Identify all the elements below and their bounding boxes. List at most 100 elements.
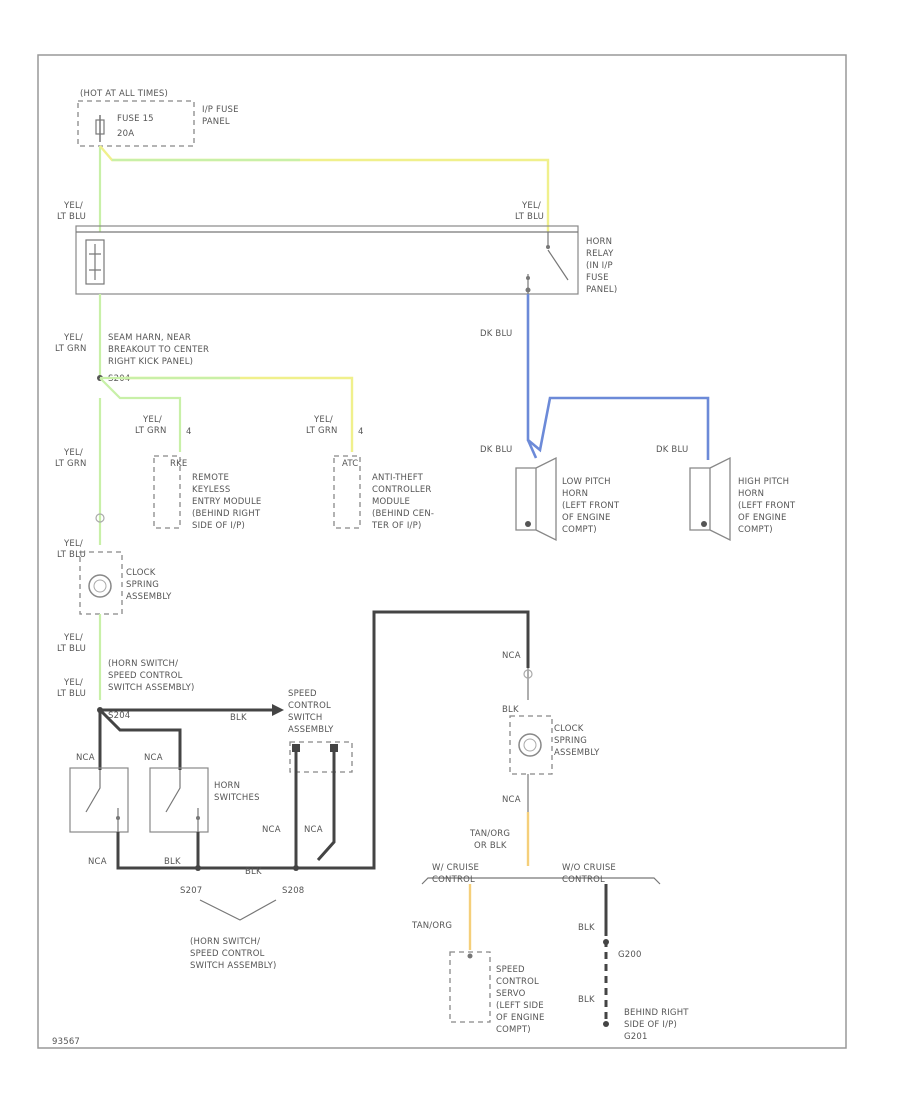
servo-label-4: (LEFT SIDE — [496, 1001, 544, 1011]
low-horn-label-3: (LEFT FRONT — [562, 501, 620, 511]
diagram-frame — [37, 54, 847, 1049]
tan-org-label-2: OR BLK — [474, 841, 507, 851]
diagram-footer-id: 93567 — [52, 1037, 80, 1047]
speed-control-servo: SPEED CONTROL SERVO (LEFT SIDE OF ENGINE… — [449, 951, 545, 1035]
atc-wire-2: LT GRN — [306, 426, 338, 436]
ground-label-2: SIDE OF I/P) — [624, 1020, 677, 1030]
fuse-panel-label-1: I/P FUSE — [202, 105, 239, 115]
low-horn-label-5: COMPT) — [562, 525, 597, 535]
fuse-hot-label: (HOT AT ALL TIMES) — [80, 89, 168, 99]
nca-left-2: NCA — [144, 753, 163, 763]
relay-left-wire-1: YEL/ — [63, 201, 83, 211]
ground-label-1: BEHIND RIGHT — [624, 1008, 689, 1018]
s204-wire-label-1: YEL/ — [63, 333, 83, 343]
horn-relay: YEL/ LT BLU YEL/ LT BLU HORN RELAY (IN I… — [57, 201, 617, 295]
atc-label-4: (BEHIND CEN- — [372, 509, 434, 519]
atc-label-2: CONTROLLER — [372, 485, 432, 495]
horn-switches-label-2: SWITCHES — [214, 793, 260, 803]
left-wire-label-1: YEL/ — [63, 448, 83, 458]
rke-label-5: SIDE OF I/P) — [192, 521, 245, 531]
relay-right-wire-1: YEL/ — [521, 201, 541, 211]
s204-desc-3: RIGHT KICK PANEL) — [108, 357, 193, 367]
horn-switch-label-1: (HORN SWITCH/ — [108, 659, 178, 669]
tan-org-label-1: TAN/ORG — [469, 829, 510, 839]
clock-right-label-1: CLOCK — [554, 724, 584, 734]
wire-yel-to-relay-switch — [99, 145, 550, 232]
s204-desc-1: SEAM HARN, NEAR — [108, 333, 191, 343]
high-horn-label-3: (LEFT FRONT — [738, 501, 796, 511]
wo-cruise-label-2: CONTROL — [562, 875, 605, 885]
s204-wire-label-2: LT GRN — [55, 344, 87, 354]
low-horn-icon — [515, 456, 557, 542]
rke-label-1: REMOTE — [192, 473, 229, 483]
ground-label-3: G201 — [624, 1032, 648, 1042]
blk-right-clock: BLK — [502, 705, 519, 715]
option-bracket — [421, 877, 661, 885]
high-pitch-horn: HIGH PITCH HORN (LEFT FRONT OF ENGINE CO… — [689, 456, 796, 542]
speed-switch-label-3: SWITCH — [288, 713, 323, 723]
nca-right-top: NCA — [502, 651, 521, 661]
wire-dk-blu-main — [526, 294, 710, 460]
blk-ground-label-1: BLK — [578, 923, 595, 933]
rke-label-4: (BEHIND RIGHT — [192, 509, 261, 519]
horn-relay-label-5: PANEL) — [586, 285, 617, 295]
high-horn-label-2: HORN — [738, 489, 764, 499]
switch-splice-id: S204 — [108, 711, 130, 721]
lower-left-wire-2: LT BLU — [57, 644, 86, 654]
nca-bottom: NCA — [88, 857, 107, 867]
atc-wire-1: YEL/ — [313, 415, 333, 425]
speed-switch-label-1: SPEED — [288, 689, 317, 699]
horn-relay-label-2: RELAY — [586, 249, 614, 259]
high-horn-icon — [689, 456, 731, 542]
dk-blu-label-2: DK BLU — [480, 445, 512, 455]
speed-switch-label-2: CONTROL — [288, 701, 331, 711]
splice-s207: S207 — [180, 886, 202, 896]
bottom-group-label-2: SPEED CONTROL — [190, 949, 265, 959]
speed-control-switch-assembly: NCA NCA — [262, 741, 353, 862]
blk-bottom-1: BLK — [164, 857, 181, 867]
nca-left-1: NCA — [76, 753, 95, 763]
horn-relay-label-4: FUSE — [586, 273, 609, 283]
horn-switches: HORN SWITCHES — [69, 767, 260, 833]
wo-cruise-label-1: W/O CRUISE — [562, 863, 616, 873]
fuse-amps-label: 20A — [117, 129, 134, 139]
clock-spring-right: CLOCK SPRING ASSEMBLY — [509, 715, 600, 775]
servo-label-3: SERVO — [496, 989, 526, 999]
fuse-panel-label-2: PANEL — [202, 117, 230, 127]
horn-relay-label-1: HORN — [586, 237, 612, 247]
clock-right-label-2: SPRING — [554, 736, 587, 746]
horn-relay-label-3: (IN I/P — [586, 261, 613, 271]
left-wire-label-2: LT GRN — [55, 459, 87, 469]
low-horn-label-4: OF ENGINE — [562, 513, 611, 523]
clock-left-wire-2: LT BLU — [57, 550, 86, 560]
rke-wire-2: LT GRN — [135, 426, 167, 436]
horn-switch-2-icon — [165, 770, 199, 832]
servo-label-5: OF ENGINE — [496, 1013, 545, 1023]
clock-left-wire-1: YEL/ — [63, 539, 83, 549]
low-pitch-horn: LOW PITCH HORN (LEFT FRONT OF ENGINE COM… — [515, 456, 620, 542]
clock-left-label-1: CLOCK — [126, 568, 156, 578]
rke-label-2: KEYLESS — [192, 485, 230, 495]
clock-right-label-3: ASSEMBLY — [554, 748, 600, 758]
horn-switch-label-3: SWITCH ASSEMBLY) — [108, 683, 195, 693]
relay-left-wire-2: LT BLU — [57, 212, 86, 222]
clock-spring-right-icon — [518, 733, 542, 757]
switch-wire-2: LT BLU — [57, 689, 86, 699]
w-cruise-label-1: W/ CRUISE — [432, 863, 479, 873]
dk-blu-label-1: DK BLU — [480, 329, 512, 339]
horn-switch-1-icon — [85, 770, 119, 832]
rke-label-3: ENTRY MODULE — [192, 497, 261, 507]
atc-label-3: MODULE — [372, 497, 410, 507]
servo-label-6: COMPT) — [496, 1025, 531, 1035]
clock-spring-icon — [88, 574, 112, 598]
switch-wire-1: YEL/ — [63, 678, 83, 688]
nca-speed-2: NCA — [304, 825, 323, 835]
relay-switch-icon — [527, 232, 569, 294]
high-horn-label-5: COMPT) — [738, 525, 773, 535]
low-horn-label-2: HORN — [562, 489, 588, 499]
blk-ground-label-2: BLK — [578, 995, 595, 1005]
blk-bottom-2: BLK — [245, 867, 262, 877]
w-cruise-label-2: CONTROL — [432, 875, 475, 885]
relay-coil-icon — [85, 239, 105, 285]
